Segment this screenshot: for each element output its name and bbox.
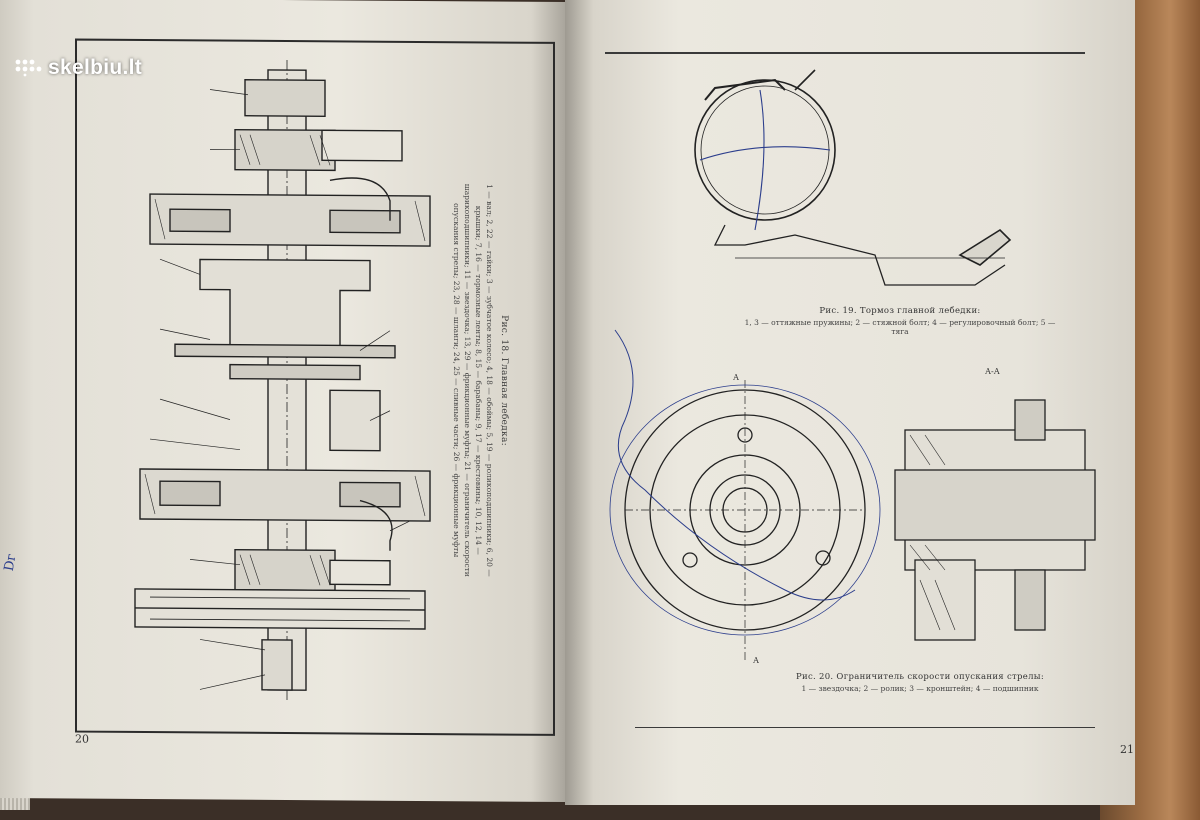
figure18-caption-block: Рис. 18. Главная лебедка: 1 — вал; 2, 22…	[420, 184, 540, 612]
left-page-number: 20	[75, 732, 89, 746]
watermark-text: skelbiu.lt	[48, 56, 143, 79]
figure20-caption: Рис. 20. Ограничитель скорости опускания…	[795, 672, 1045, 682]
figure19-caption: Рис. 19. Тормоз главной лебедки:	[819, 306, 981, 316]
section-mark-bottom: А	[753, 656, 760, 665]
speed-limiter-drawing	[609, 329, 1096, 660]
left-page: Рис. 18. Главная лебедка: 1 — вал; 2, 22…	[0, 0, 565, 802]
figure19-legend: 1, 3 — оттяжные пружины; 2 — стяжной бол…	[744, 318, 1056, 336]
figure20-legend: 1 — звездочка; 2 — ролик; 3 — кронштейн;…	[801, 684, 1039, 693]
brake-drawing	[694, 69, 1012, 286]
top-rule	[605, 52, 1085, 54]
section-mark-top: А	[733, 373, 740, 382]
winch-drawing	[134, 60, 431, 701]
right-page-number: 21	[1120, 743, 1134, 756]
margin-pen-mark: Dг	[1, 552, 20, 573]
figure19-caption-block: Рис. 19. Тормоз главной лебедки: 1, 3 — …	[735, 306, 1065, 336]
figure18-caption: Рис. 18. Главная лебедка:	[499, 315, 509, 447]
figure20-caption-block: Рис. 20. Ограничитель скорости опускания…	[765, 672, 1075, 693]
watermark: skelbiu.lt	[14, 56, 142, 80]
section-label: А-А	[985, 367, 1000, 376]
watermark-logo-icon	[15, 59, 42, 77]
figure18-legend: 1 — вал; 2, 22 — гайки; 3 — зубчатое кол…	[452, 183, 494, 577]
bottom-rule	[635, 727, 1095, 728]
right-page: Рис. 19. Тормоз главной лебедки: 1, 3 — …	[565, 0, 1135, 805]
